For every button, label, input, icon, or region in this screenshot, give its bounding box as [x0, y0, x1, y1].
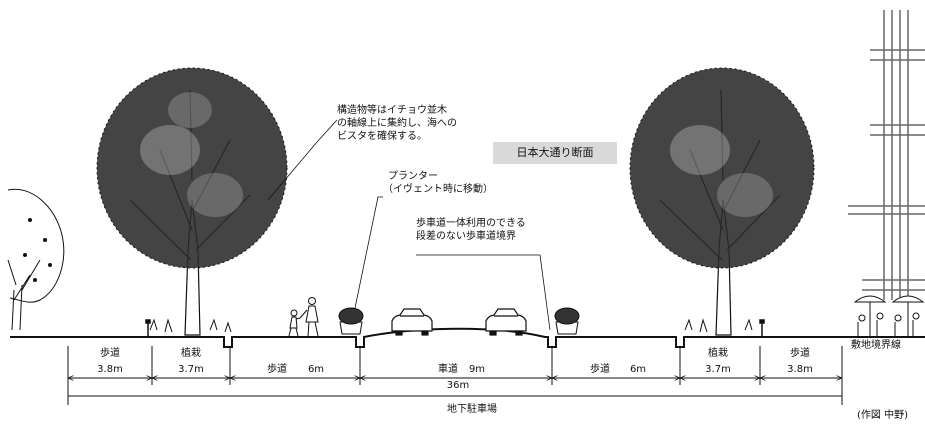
left-ginkgo-tree: [96, 67, 288, 336]
planter-note-line-2: （イヴェント時に移動）: [383, 184, 493, 195]
segment-width: 3.7m: [178, 364, 204, 375]
credit-label: (作図 中野): [857, 410, 908, 421]
car-left: [391, 308, 433, 336]
segment-width: 3.8m: [97, 364, 123, 375]
planter-note-line-1: プランター: [388, 171, 438, 182]
segment-width: 6m: [629, 364, 647, 375]
segment-name: 歩道: [100, 348, 120, 359]
segment-name: 歩道: [267, 364, 287, 375]
segment-name: 植栽: [181, 348, 201, 359]
segment-width: 3.7m: [705, 364, 731, 375]
pedestrians: [288, 297, 319, 337]
structures-note-line-2: の軸線上に集約し、海への: [337, 118, 457, 129]
structures-note-line-3: ビスタを確保する。: [337, 131, 427, 142]
boundary-note-line-2: 段差のない歩車道境界: [416, 231, 516, 242]
segment-name: 歩道: [590, 364, 610, 375]
dimension-lines: [68, 346, 842, 405]
car-right: [485, 308, 527, 336]
ground-profile: [10, 327, 925, 348]
boundary-note-line-1: 歩車道一体利用のできる: [416, 218, 526, 229]
leader-lines: [267, 119, 551, 331]
cafe-umbrellas: [853, 295, 925, 336]
planter-left: [338, 307, 364, 335]
segment-width: 6m: [307, 364, 325, 375]
right-ginkgo-tree: [629, 67, 815, 336]
segment-name: 植栽: [708, 348, 728, 359]
bollards: [145, 319, 765, 337]
section-title: 日本大通り断面: [493, 142, 617, 164]
total-width: 36m: [446, 380, 470, 391]
segment-width: 9m: [468, 364, 486, 375]
structures-note-line-1: 構造物等はイチョウ並木: [337, 105, 447, 116]
site-boundary-label: 敷地境界線: [851, 340, 901, 351]
segment-name: 歩道: [790, 348, 810, 359]
left-small-tree: [7, 188, 65, 331]
building-facade: [848, 10, 925, 300]
underground-parking-label: 地下駐車場: [447, 404, 497, 415]
segment-name: 車道: [438, 364, 458, 375]
segment-width: 3.8m: [787, 364, 813, 375]
planter-right: [554, 307, 580, 335]
